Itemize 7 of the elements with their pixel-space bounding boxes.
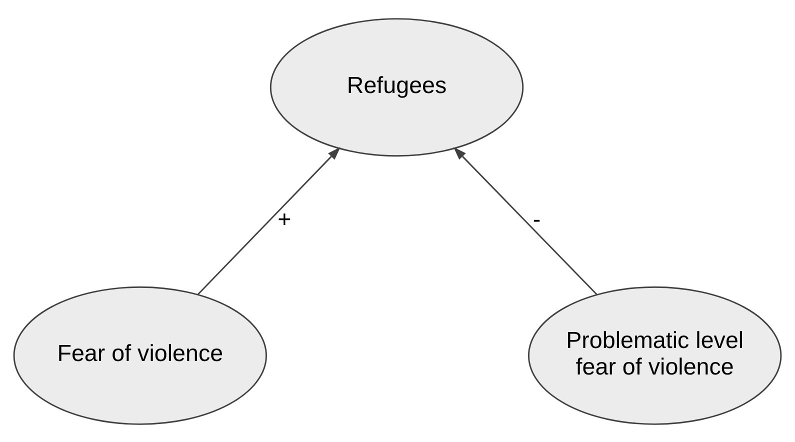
node-ellipse: Problematic level fear of violence	[528, 286, 782, 424]
node-ellipse: Fear of violence	[13, 286, 267, 424]
node-ellipse: Refugees	[270, 18, 524, 156]
arrow	[453, 146, 598, 295]
edge-label: +	[278, 206, 292, 232]
edge-label: -	[532, 206, 541, 232]
arrow	[197, 146, 340, 295]
